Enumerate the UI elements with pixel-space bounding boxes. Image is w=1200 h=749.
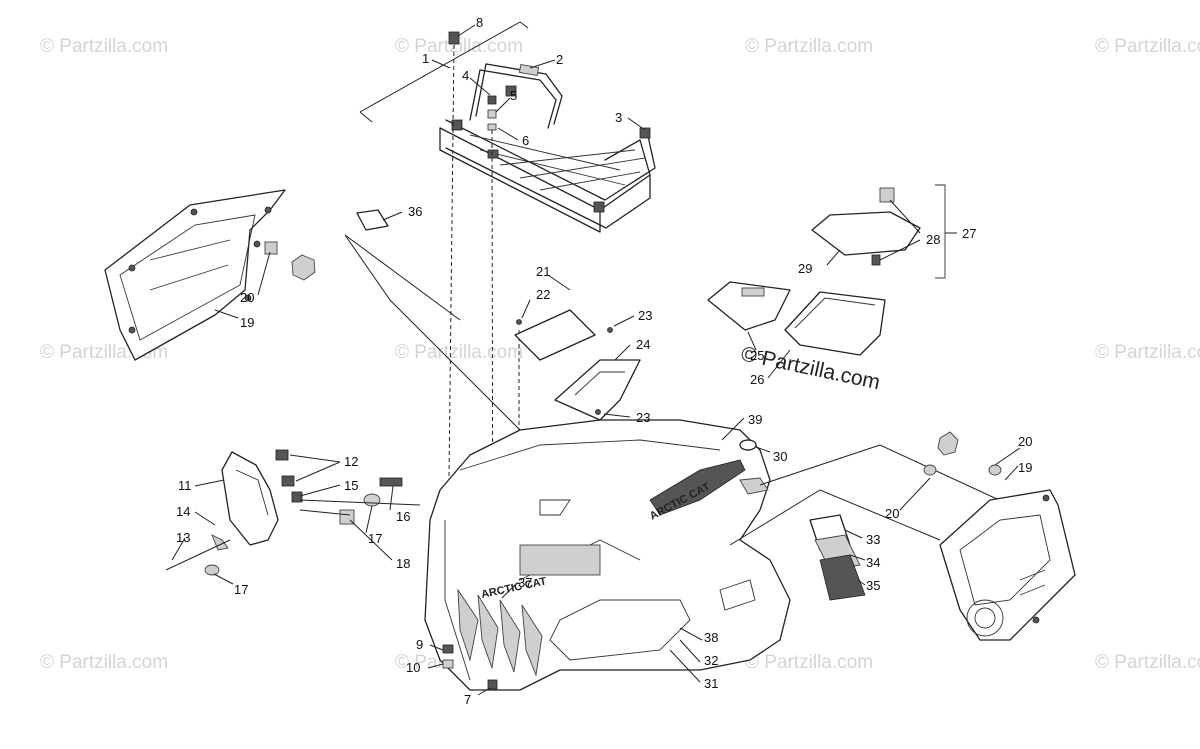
callout-9: 9 <box>416 637 423 652</box>
cover-plate-21 <box>514 309 596 361</box>
callout-2: 2 <box>556 52 563 67</box>
callout-7: 7 <box>464 692 471 707</box>
callout-22: 22 <box>536 287 550 302</box>
callout-20: 20 <box>885 506 899 521</box>
callout-23: 23 <box>638 308 652 323</box>
callout-4: 4 <box>462 68 469 83</box>
callout-19: 19 <box>1018 460 1032 475</box>
storage-bin-26 <box>707 281 886 356</box>
watermark-text: © Partzilla.com <box>1095 342 1200 363</box>
callout-6: 6 <box>522 133 529 148</box>
callout-5: 5 <box>510 88 517 103</box>
watermark-text: © Partzilla.com <box>745 36 873 57</box>
callout-17: 17 <box>234 582 248 597</box>
callout-labels: 1 2 3 4 5 6 7 8 9 10 11 12 13 14 15 16 1… <box>176 15 1032 707</box>
callout-14: 14 <box>176 504 190 519</box>
decal-36 <box>344 209 521 431</box>
front-rack <box>439 63 656 233</box>
callout-17: 17 <box>368 531 382 546</box>
callout-28: 28 <box>926 232 940 247</box>
watermark-text: © Partzilla.com <box>40 36 168 57</box>
callout-10: 10 <box>406 660 420 675</box>
rack-assembly-bracket <box>359 21 529 123</box>
callout-37: 37 <box>518 575 532 590</box>
callout-1: 1 <box>422 51 429 66</box>
callout-34: 34 <box>866 555 880 570</box>
callout-24: 24 <box>636 337 650 352</box>
right-side-panel <box>923 431 1076 641</box>
callout-27: 27 <box>962 226 976 241</box>
callout-25: 25 <box>750 348 764 363</box>
callout-13: 13 <box>176 530 190 545</box>
callout-23: 23 <box>636 410 650 425</box>
callout-16: 16 <box>396 509 410 524</box>
watermark-text: © Partzilla.com <box>745 652 873 673</box>
callout-19: 19 <box>240 315 254 330</box>
callout-38: 38 <box>704 630 718 645</box>
callout-32: 32 <box>704 653 718 668</box>
callout-20: 20 <box>240 290 254 305</box>
front-fender-body: ARCTIC CAT ARCTIC CAT <box>424 419 791 691</box>
grommet-30 <box>739 439 757 451</box>
lower-fasteners <box>442 644 498 690</box>
callout-30: 30 <box>773 449 787 464</box>
callout-12: 12 <box>344 454 358 469</box>
callout-26: 26 <box>750 372 764 387</box>
callout-35: 35 <box>866 578 880 593</box>
callout-21: 21 <box>536 264 550 279</box>
callout-39: 39 <box>748 412 762 427</box>
callout-11: 11 <box>178 478 192 493</box>
access-door-11 <box>165 449 421 576</box>
callout-29: 29 <box>798 261 812 276</box>
watermark-text: © Partzilla.com <box>1095 652 1200 673</box>
watermark-text: © Partzilla.com <box>40 652 168 673</box>
bracket-24 <box>554 327 641 421</box>
callout-33: 33 <box>866 532 880 547</box>
callout-3: 3 <box>615 110 622 125</box>
callout-20: 20 <box>1018 434 1032 449</box>
watermark-text: © Partzilla.com <box>395 36 523 57</box>
watermark-text: © Partzilla.com <box>1095 36 1200 57</box>
rack-fasteners <box>448 31 517 131</box>
decal-stack <box>809 514 866 601</box>
watermark-text: © Partzilla.com <box>395 342 523 363</box>
callout-36: 36 <box>408 204 422 219</box>
callout-leaders <box>171 24 1021 696</box>
storage-lid-27 <box>811 184 946 279</box>
callout-18: 18 <box>396 556 410 571</box>
callout-8: 8 <box>476 15 483 30</box>
callout-15: 15 <box>344 478 358 493</box>
right-panel-leaders <box>729 444 1011 546</box>
callout-31: 31 <box>704 676 718 691</box>
left-side-panel <box>104 189 316 361</box>
